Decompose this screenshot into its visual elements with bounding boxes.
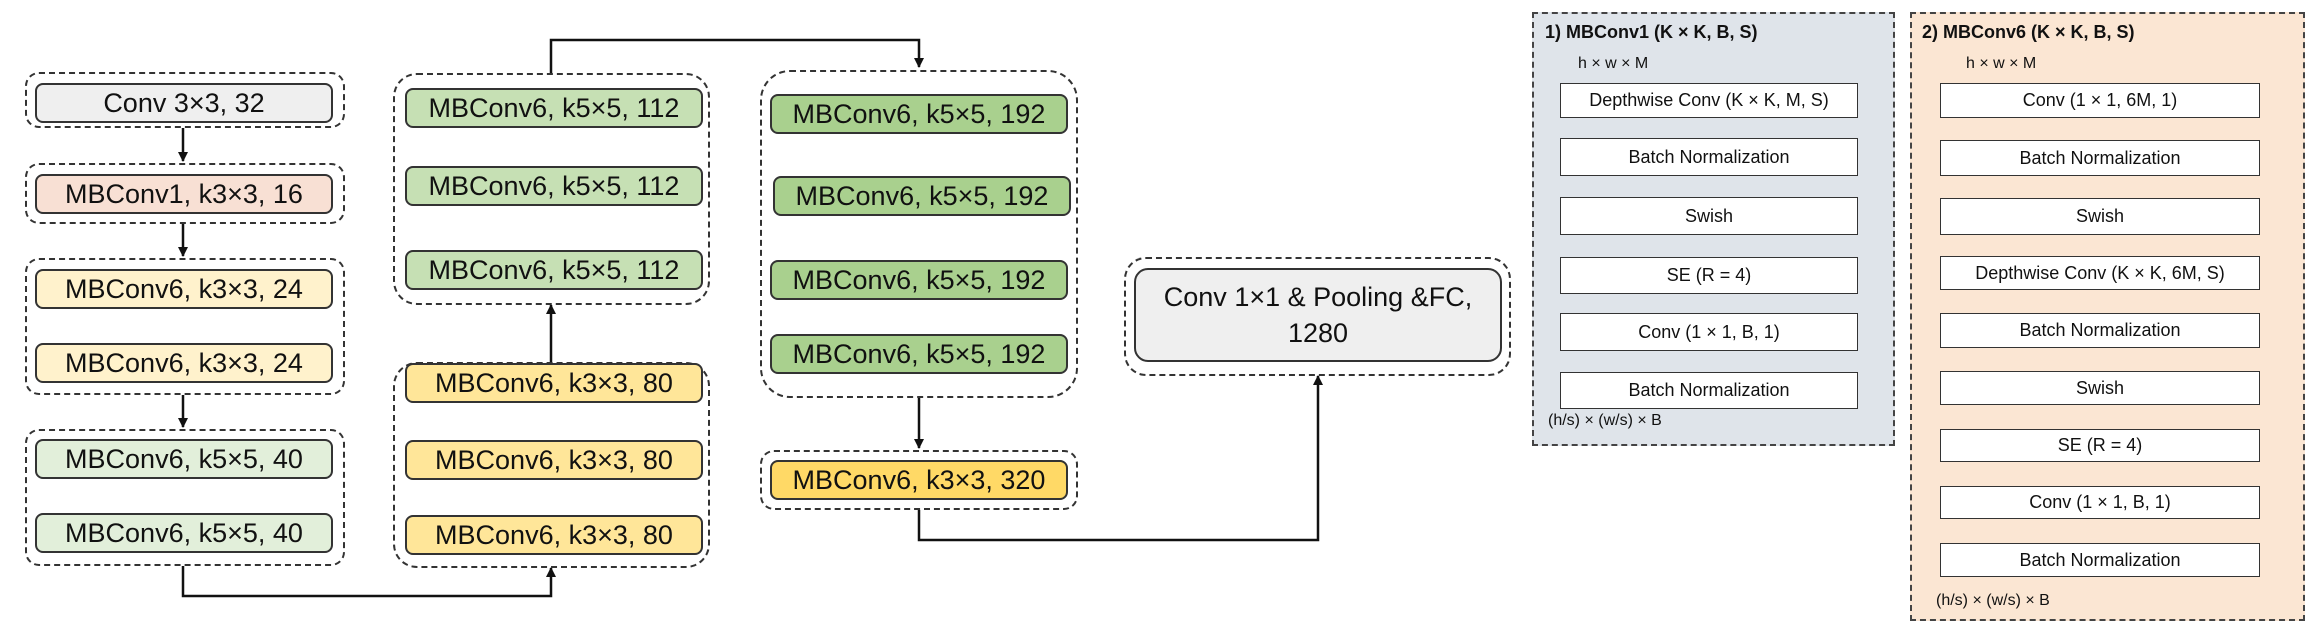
stage5-group xyxy=(393,73,710,305)
mbconv6-swish-1: Swish xyxy=(1940,198,2260,235)
stage6-block-1: MBConv6, k5×5, 192 xyxy=(770,94,1068,134)
mbconv1-batch-norm-2: Batch Normalization xyxy=(1560,372,1858,409)
mbconv1-se: SE (R = 4) xyxy=(1560,257,1858,294)
stage1-block: MBConv1, k3×3, 16 xyxy=(35,174,333,214)
stem-group xyxy=(25,72,345,128)
mbconv6-swish-2: Swish xyxy=(1940,371,2260,405)
mbconv6-batch-norm-2: Batch Normalization xyxy=(1940,313,2260,348)
stage7-block: MBConv6, k3×3, 320 xyxy=(770,460,1068,500)
mbconv6-batch-norm-1: Batch Normalization xyxy=(1940,140,2260,176)
head-line-2: 1280 xyxy=(1287,318,1349,348)
stage4-block-3: MBConv6, k3×3, 80 xyxy=(405,515,703,555)
arrow-stage5-to-stage6 xyxy=(549,38,924,73)
stage3-group xyxy=(25,429,345,566)
mbconv6-title: 2) MBConv6 (K × K, B, S) xyxy=(1922,22,2135,42)
mbconv6-conv-project: Conv (1 × 1, B, 1) xyxy=(1940,486,2260,519)
stage2-block-2: MBConv6, k3×3, 24 xyxy=(35,343,333,383)
arrow-stage7-to-head xyxy=(917,375,1323,542)
mbconv1-swish: Swish xyxy=(1560,197,1858,235)
stage5-block-1: MBConv6, k5×5, 112 xyxy=(405,88,703,128)
mbconv6-output-dim: (h/s) × (w/s) × B xyxy=(1936,592,2050,609)
head-group xyxy=(1124,257,1511,376)
stage6-block-4: MBConv6, k5×5, 192 xyxy=(770,334,1068,374)
stage6-block-2: MBConv6, k5×5, 192 xyxy=(773,176,1071,216)
arrow-stage3-to-stage4 xyxy=(181,566,556,598)
stage6-block-3: MBConv6, k5×5, 192 xyxy=(770,260,1068,300)
head-line-1: Conv 1×1 & Pooling &FC, xyxy=(1163,281,1473,312)
stage2-group xyxy=(25,258,345,395)
mbconv6-conv-expand: Conv (1 × 1, 6M, 1) xyxy=(1940,83,2260,118)
mbconv1-batch-norm-1: Batch Normalization xyxy=(1560,138,1858,176)
stage5-block-3: MBConv6, k5×5, 112 xyxy=(405,250,703,290)
mbconv1-input-dim: h × w × M xyxy=(1578,55,1649,72)
stage1-group xyxy=(25,163,345,224)
stage6-group xyxy=(760,70,1078,398)
stage3-block-1: MBConv6, k5×5, 40 xyxy=(35,439,333,479)
stage7-group xyxy=(760,450,1078,510)
mbconv1-title: 1) MBConv1 (K × K, B, S) xyxy=(1545,22,1758,42)
mbconv6-se: SE (R = 4) xyxy=(1940,429,2260,462)
head-block: Conv 1×1 & Pooling &FC, 1280 xyxy=(1134,268,1502,362)
stage2-block-1: MBConv6, k3×3, 24 xyxy=(35,269,333,309)
stage4-block-1: MBConv6, k3×3, 80 xyxy=(405,363,703,403)
mbconv1-conv-1x1: Conv (1 × 1, B, 1) xyxy=(1560,313,1858,351)
mbconv6-batch-norm-3: Batch Normalization xyxy=(1940,543,2260,577)
mbconv1-output-dim: (h/s) × (w/s) × B xyxy=(1548,412,1662,429)
stage5-block-2: MBConv6, k5×5, 112 xyxy=(405,166,703,206)
mbconv1-depthwise-conv: Depthwise Conv (K × K, M, S) xyxy=(1560,83,1858,118)
stage4-block-2: MBConv6, k3×3, 80 xyxy=(405,440,703,480)
mbconv6-input-dim: h × w × M xyxy=(1966,55,2037,72)
mbconv6-depthwise-conv: Depthwise Conv (K × K, 6M, S) xyxy=(1940,256,2260,290)
stem-conv-block: Conv 3×3, 32 xyxy=(35,83,333,123)
stage3-block-2: MBConv6, k5×5, 40 xyxy=(35,513,333,553)
